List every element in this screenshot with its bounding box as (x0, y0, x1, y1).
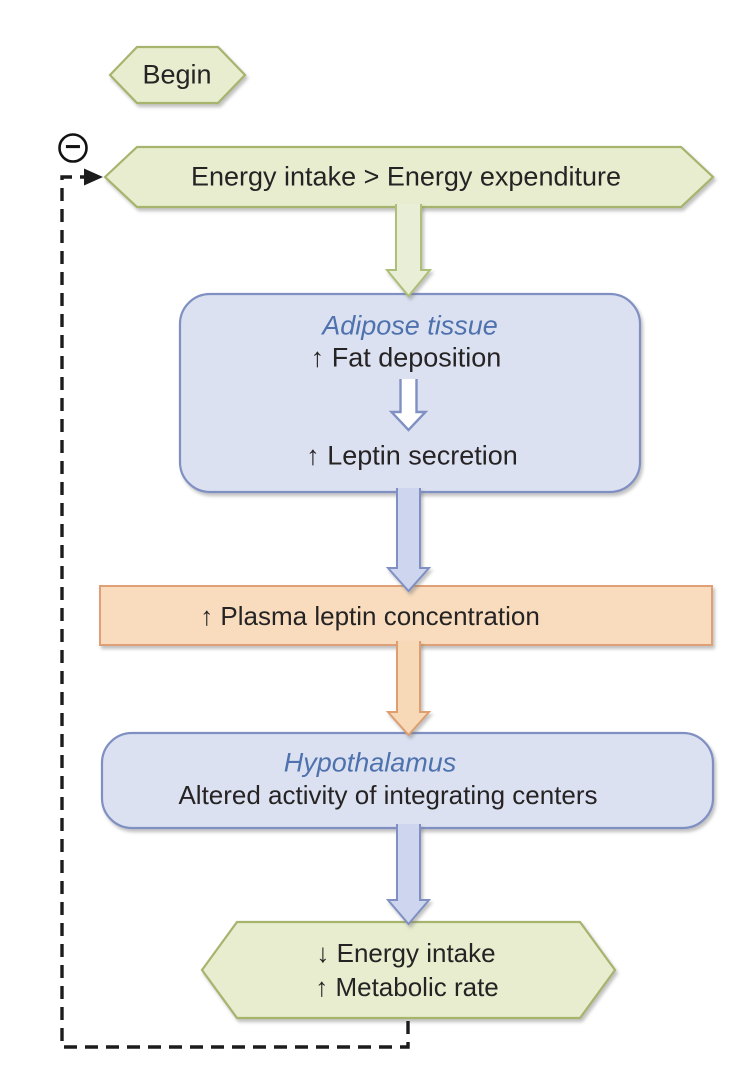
hypothalamus-activity-label: Altered activity of integrating centers (178, 780, 598, 810)
feedback-arrowhead-icon (84, 168, 103, 186)
arrow-trigger-to-adipose-icon (384, 204, 433, 298)
begin-hexagon (108, 45, 247, 105)
arrow-plasma-to-hypothalamus-icon (385, 641, 432, 737)
adipose-internal-arrow-icon (388, 379, 429, 432)
response-energy-intake-label: ↓ Energy intake (316, 938, 496, 968)
trigger-label: Energy intake > Energy expenditure (190, 161, 622, 192)
negative-feedback-circle (58, 133, 88, 163)
adipose-leptin-secretion-label: ↑ Leptin secretion (306, 440, 518, 471)
response-hexagon (200, 920, 617, 1020)
adipose-title: Adipose tissue (322, 310, 498, 341)
begin-label: Begin (142, 59, 212, 90)
response-metabolic-rate-label: ↑ Metabolic rate (315, 972, 499, 1002)
arrow-hypothalamus-to-response-icon (385, 824, 432, 926)
minus-sign: − (64, 131, 82, 162)
feedback-dashed-line (60, 175, 410, 1049)
trigger-hexagon (103, 145, 715, 209)
hypothalamus-title: Hypothalamus (283, 747, 457, 778)
arrow-adipose-to-plasma-icon (385, 488, 432, 593)
plasma-label: ↑ Plasma leptin concentration (200, 601, 540, 631)
adipose-fat-deposition-label: ↑ Fat deposition (310, 342, 502, 373)
